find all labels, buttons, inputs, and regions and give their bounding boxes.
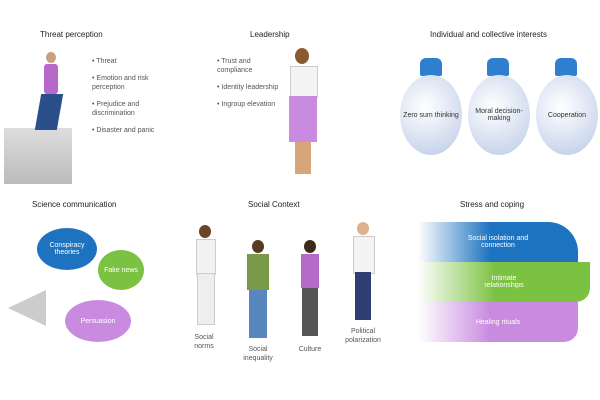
science-title: Science communication [32,200,117,209]
threat-item: Disaster and panic [92,126,160,135]
bulb-cap [487,58,509,76]
leadership-item: Identity leadership [217,83,279,92]
person-illustration [245,240,271,340]
stress-title: Stress and coping [460,200,525,209]
bubble-persuasion: Persuasion [65,300,131,342]
person-illustration [298,240,322,338]
person-label: Social inequality [243,346,273,362]
bubble-conspiracy: Conspiracy theories [37,228,97,270]
megaphone-icon [8,290,46,326]
cliff-illustration [4,128,72,184]
band-social-isolation: Social isolation and connection [418,222,578,262]
bulb-label: Cooperation [547,111,587,119]
bulb-zero-sum: Zero sum thinking [400,75,462,155]
leadership-item: Ingroup elevation [217,100,279,109]
leader-illustration [285,48,321,176]
interests-title: Individual and collective interests [430,30,547,39]
social-title: Social Context [248,200,300,209]
bubble-fake-news: Fake news [98,250,144,290]
band-label: Healing rituals [475,318,521,326]
bulb-label: Moral decision-making [475,108,523,122]
band-relationships: Intimate relationships [418,262,590,302]
bulb-cooperation: Cooperation [536,75,598,155]
person-label: Political polarization [345,328,381,344]
band-label: Intimate relationships [484,275,524,289]
threat-item: Emotion and risk perception [92,74,160,92]
person-label: Culture [298,346,322,353]
band-label: Social isolation and connection [467,235,529,249]
leadership-title: Leadership [250,30,290,39]
bulb-label: Zero sum thinking [403,111,459,119]
person-on-cliff-illustration [34,52,66,132]
bubble-label: Fake news [104,266,138,274]
person-illustration [350,222,376,322]
person-illustration [193,225,217,325]
threat-title: Threat perception [40,30,103,39]
person-label: Social norms [194,334,214,350]
leadership-item: Trust and compliance [217,57,279,75]
bubble-label: Persuasion [80,317,116,325]
bulb-moral: Moral decision-making [468,75,530,155]
band-healing: Healing rituals [418,302,578,342]
threat-item: Threat [92,57,160,66]
bulb-cap [555,58,577,76]
bulb-cap [420,58,442,76]
threat-item: Prejudice and discrimination [92,100,160,118]
bubble-label: Conspiracy theories [49,242,85,256]
